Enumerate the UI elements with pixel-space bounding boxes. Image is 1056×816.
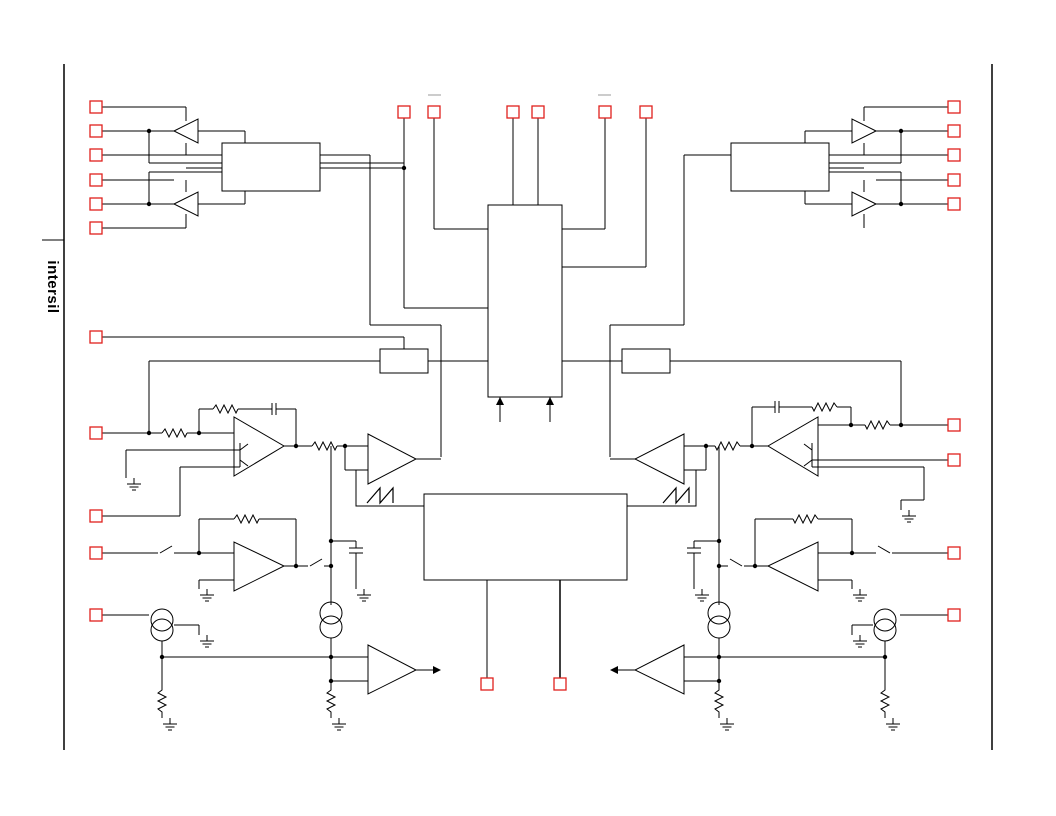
ground-symbol [199,634,215,648]
ground-symbol [199,588,215,602]
right-pwm-comparator [610,433,720,605]
pin [598,105,612,119]
right-current-sense [615,601,948,718]
pin [947,197,961,211]
top-left-buffer-block [102,106,404,325]
right-small-block [562,348,902,425]
ground-symbol [719,717,735,731]
junction-dots [146,128,904,684]
ground-symbol [356,588,372,602]
arrowheads [433,397,618,674]
right-error-amplifier [684,401,948,510]
pin [947,418,961,432]
pin [947,148,961,162]
page-borders [42,64,993,750]
ground-symbol [885,717,901,731]
pin [427,105,441,119]
pin [947,608,961,622]
buffer-triangle [851,191,878,217]
pin [89,330,103,344]
pin [89,173,103,187]
pin [947,546,961,560]
top-right-buffer-block [609,106,948,457]
pin [397,105,411,119]
buffer-triangle [172,191,199,217]
central-oscillator-block [423,493,628,678]
error-amp-triangle [233,416,285,477]
pin [531,105,545,119]
left-pwm-comparator [330,433,441,605]
left-soft-start [102,513,363,592]
error-amp-triangle [767,416,819,477]
pin [89,509,103,523]
buffer-triangle [851,118,878,144]
left-error-amplifier [102,403,368,517]
pin [89,124,103,138]
ground-symbol [126,477,142,491]
pin [506,105,520,119]
pin [947,100,961,114]
left-small-block [102,336,488,433]
pin [639,105,653,119]
pin [480,677,494,691]
ground-symbol [694,588,710,602]
ground-symbol [852,588,868,602]
pin [947,124,961,138]
pin [89,546,103,560]
left-current-sense [102,601,436,718]
ground-symbol [331,717,347,731]
pin-squares [89,100,961,691]
pin [947,173,961,187]
pin [553,677,567,691]
pin [947,453,961,467]
pin [89,608,103,622]
pin [89,148,103,162]
buffer-triangle [172,118,199,144]
ground-symbol [901,509,917,523]
ground-symbol [162,717,178,731]
ground-symbol [852,634,868,648]
pin [89,426,103,440]
central-control-block [370,117,647,457]
pin [89,197,103,211]
right-soft-start [687,513,948,592]
pin [89,100,103,114]
pin [89,221,103,235]
